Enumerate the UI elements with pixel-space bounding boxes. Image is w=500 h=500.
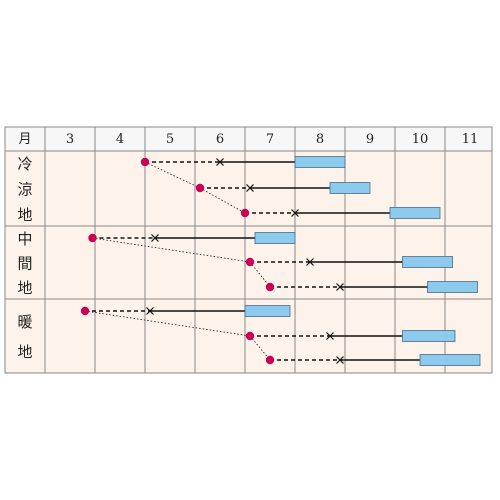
harvest-bar: [419, 354, 481, 366]
harvest-bar: [402, 256, 453, 268]
sowing-dot: [245, 257, 255, 267]
planting-x-mark: [291, 209, 299, 217]
sowing-dot: [240, 208, 250, 218]
header-background: [5, 127, 492, 151]
region-label-char: 涼: [17, 181, 32, 199]
region-label-char: 地: [17, 343, 32, 361]
sowing-dot: [195, 183, 205, 193]
region-label-char: 暖: [17, 313, 32, 331]
harvest-bar: [402, 330, 456, 342]
region-label-char: 冷: [17, 155, 32, 173]
planting-x-mark: [326, 332, 334, 340]
harvest-bar: [329, 182, 371, 194]
month-label: 5: [166, 132, 174, 147]
chart-grid: [4, 126, 493, 374]
harvest-bar: [389, 207, 441, 219]
planting-x-mark: [336, 283, 344, 291]
planting-x-mark: [306, 258, 314, 266]
month-label: 11: [462, 132, 479, 147]
month-label: 10: [412, 132, 429, 147]
region-label-char: 地: [17, 206, 32, 224]
planting-x-mark: [151, 234, 159, 242]
region-label-char: 間: [17, 255, 32, 273]
month-header: 月 3 4 5 6 7 8 9 10 11: [18, 132, 478, 147]
harvest-bar: [254, 232, 296, 244]
planting-x-mark: [246, 184, 254, 192]
planting-x-mark: [336, 356, 344, 364]
month-label: 4: [116, 132, 124, 147]
sowing-dot: [265, 282, 275, 292]
region-label-char: 地: [17, 279, 32, 297]
sowing-dot: [140, 157, 150, 167]
planting-x-mark: [216, 158, 224, 166]
sowing-dot: [245, 331, 255, 341]
month-label: 7: [266, 132, 274, 147]
month-header-label: 月: [18, 132, 31, 147]
sowing-dot: [265, 355, 275, 365]
harvest-bar: [427, 281, 478, 293]
sowing-dot: [88, 233, 97, 243]
month-label: 3: [66, 132, 74, 147]
sowing-dot: [80, 306, 90, 316]
outer-border: [4, 126, 493, 374]
region-label-char: 中: [17, 230, 32, 248]
schedule-marks: [80, 156, 481, 366]
harvest-bar: [294, 156, 346, 168]
sowing-connector-line: [199, 187, 246, 214]
month-label: 8: [316, 132, 324, 147]
month-label: 9: [366, 132, 374, 147]
harvest-bar: [244, 305, 291, 317]
month-label: 6: [216, 132, 224, 147]
planting-x-mark: [146, 307, 154, 315]
